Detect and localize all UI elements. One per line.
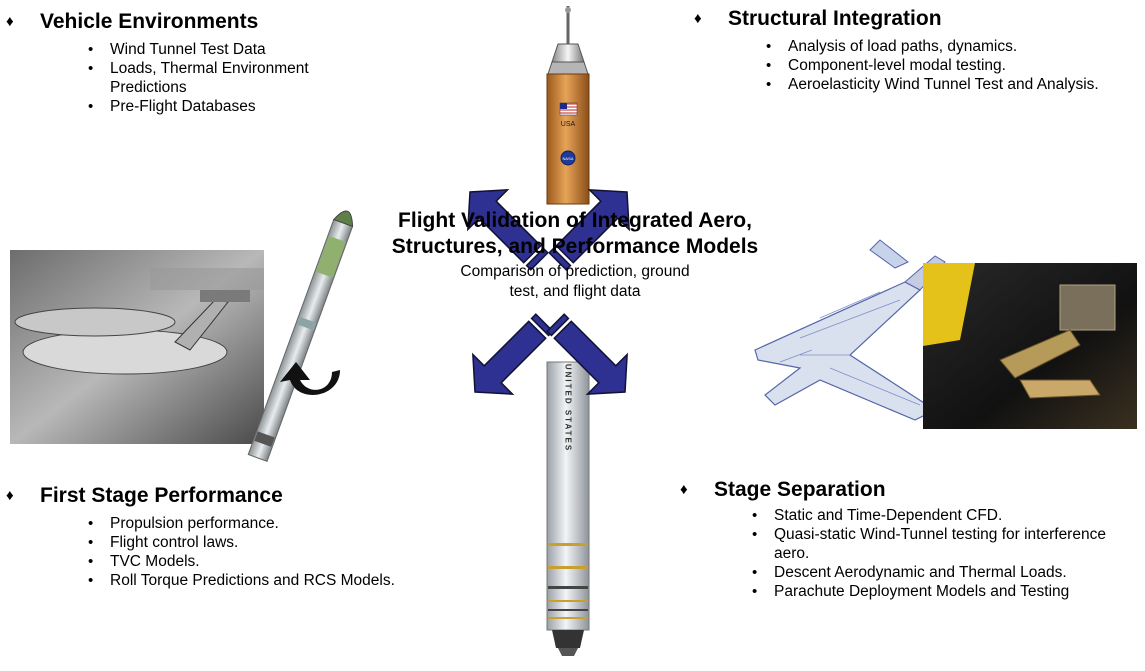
structural-integration-list: Analysis of load paths, dynamics. Compon… <box>766 37 1144 94</box>
list-item: Pre-Flight Databases <box>88 97 353 116</box>
logo-label: NASA <box>563 156 574 161</box>
first-stage-heading: ♦ First Stage Performance <box>6 484 436 508</box>
tunnel-model-booster <box>14 307 176 337</box>
slanted-rocket-nose <box>332 210 354 228</box>
list-item: Flight control laws. <box>88 533 418 552</box>
arrow-bottom-right-icon <box>546 313 628 395</box>
slanted-rocket-band <box>296 316 317 331</box>
structural-integration-title: Structural Integration <box>728 7 942 30</box>
list-item: Quasi-static Wind-Tunnel testing for int… <box>752 525 1132 563</box>
bottom-rocket: UNITED STATES <box>546 361 590 656</box>
right-wind-tunnel-photo <box>923 263 1137 429</box>
capsule-top <box>551 43 585 63</box>
stage-separation-title: Stage Separation <box>714 478 886 501</box>
list-item: Descent Aerodynamic and Thermal Loads. <box>752 563 1132 582</box>
vehicle-environments-section: ♦ Vehicle Environments Wind Tunnel Test … <box>6 10 346 116</box>
diamond-bullet-icon: ♦ <box>6 487 14 504</box>
mesh-lines <box>779 291 921 406</box>
stripe-5 <box>548 609 588 611</box>
tower-tip <box>565 7 571 13</box>
slanted-rocket-base <box>254 431 275 447</box>
diamond-bullet-icon: ♦ <box>694 10 702 27</box>
vehicle-environments-list: Wind Tunnel Test Data Loads, Thermal Env… <box>88 40 353 116</box>
aircraft-outline <box>754 281 937 421</box>
sting-mount <box>150 268 264 290</box>
left-wind-tunnel-photo <box>10 250 264 444</box>
list-item: Parachute Deployment Models and Testing <box>752 582 1132 601</box>
list-item: Wind Tunnel Test Data <box>88 40 353 59</box>
slanted-rocket <box>247 210 354 462</box>
center-subtitle: Comparison of prediction, ground test, a… <box>460 263 690 300</box>
mount-plate <box>1059 284 1116 331</box>
list-item: Aeroelasticity Wind Tunnel Test and Anal… <box>766 75 1144 94</box>
nasa-logo-icon <box>560 150 576 166</box>
stripe-6 <box>548 617 588 619</box>
slanted-rocket-upper <box>315 235 346 278</box>
list-item: TVC Models. <box>88 552 418 571</box>
silver-stage <box>546 361 590 631</box>
structural-integration-heading: ♦ Structural Integration <box>694 7 1144 31</box>
stripe-3 <box>548 586 588 589</box>
yellow-panel <box>923 263 975 346</box>
aircraft-fin <box>869 239 909 269</box>
list-item: Static and Time-Dependent CFD. <box>752 506 1132 525</box>
structural-integration-section: ♦ Structural Integration Analysis of loa… <box>694 7 1144 94</box>
capsule-base <box>547 61 589 75</box>
vehicle-environments-title: Vehicle Environments <box>40 10 259 33</box>
vehicle-environments-heading: ♦ Vehicle Environments <box>6 10 346 34</box>
orange-stage <box>546 73 590 205</box>
list-item: Propulsion performance. <box>88 514 418 533</box>
list-item: Loads, Thermal Environment Predictions <box>88 59 353 97</box>
stage-separation-heading: ♦ Stage Separation <box>680 478 1140 502</box>
nozzle-exit <box>558 648 578 656</box>
roll-arrow-icon <box>280 362 340 395</box>
usa-flag <box>559 102 578 116</box>
stage-separation-list: Static and Time-Dependent CFD. Quasi-sta… <box>752 506 1132 601</box>
diamond-bullet-icon: ♦ <box>680 481 688 498</box>
vertical-text: UNITED STATES <box>564 364 573 452</box>
stripe-2 <box>548 566 588 569</box>
center-summary: Flight Validation of Integrated Aero, St… <box>380 208 770 302</box>
list-item: Analysis of load paths, dynamics. <box>766 37 1144 56</box>
model-aircraft-lower <box>1019 379 1101 399</box>
flag-label: USA <box>561 121 576 128</box>
nozzle <box>552 630 584 648</box>
stage-separation-section: ♦ Stage Separation Static and Time-Depen… <box>680 478 1140 601</box>
support-bar <box>200 290 250 302</box>
arrow-top-right-icon <box>548 189 630 271</box>
center-title: Flight Validation of Integrated Aero, St… <box>391 209 759 258</box>
arrow-top-left-icon <box>467 189 549 271</box>
first-stage-title: First Stage Performance <box>40 484 283 507</box>
aircraft-mesh-model <box>754 239 946 421</box>
top-rocket: USA NASA <box>546 6 590 205</box>
list-item: Roll Torque Predictions and RCS Models. <box>88 571 418 590</box>
diamond-bullet-icon: ♦ <box>6 13 14 30</box>
list-item: Component-level modal testing. <box>766 56 1144 75</box>
first-stage-section: ♦ First Stage Performance Propulsion per… <box>6 484 436 590</box>
stripe-4 <box>548 600 588 602</box>
model-aircraft-upper <box>999 329 1081 379</box>
stripe-1 <box>548 543 588 546</box>
first-stage-list: Propulsion performance. Flight control l… <box>88 514 418 590</box>
